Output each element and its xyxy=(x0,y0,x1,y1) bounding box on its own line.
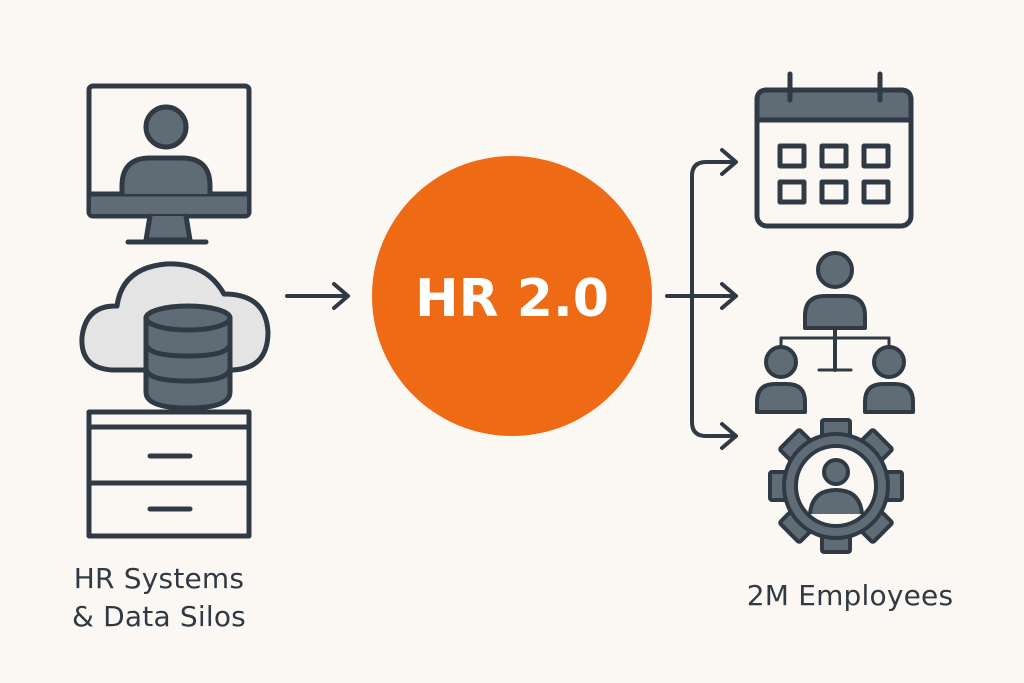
source-systems-label: HR Systems & Data Silos xyxy=(30,560,288,636)
computer-monitor-user-icon xyxy=(86,83,252,245)
org-chart-icon xyxy=(755,251,915,414)
employees-label: 2M Employees xyxy=(746,579,954,612)
filing-cabinet-icon xyxy=(86,409,252,539)
source-systems-label-line2: & Data Silos xyxy=(72,600,246,633)
arrows-out-of-hub xyxy=(665,148,738,450)
hub-label: HR 2.0 xyxy=(415,269,609,329)
calendar-icon xyxy=(754,71,914,229)
source-systems-label-line1: HR Systems xyxy=(73,562,245,595)
arrow-into-hub xyxy=(285,282,350,310)
gear-user-icon xyxy=(768,418,904,554)
hr-hub: HR 2.0 xyxy=(372,156,652,436)
cloud-database-icon xyxy=(79,261,271,411)
